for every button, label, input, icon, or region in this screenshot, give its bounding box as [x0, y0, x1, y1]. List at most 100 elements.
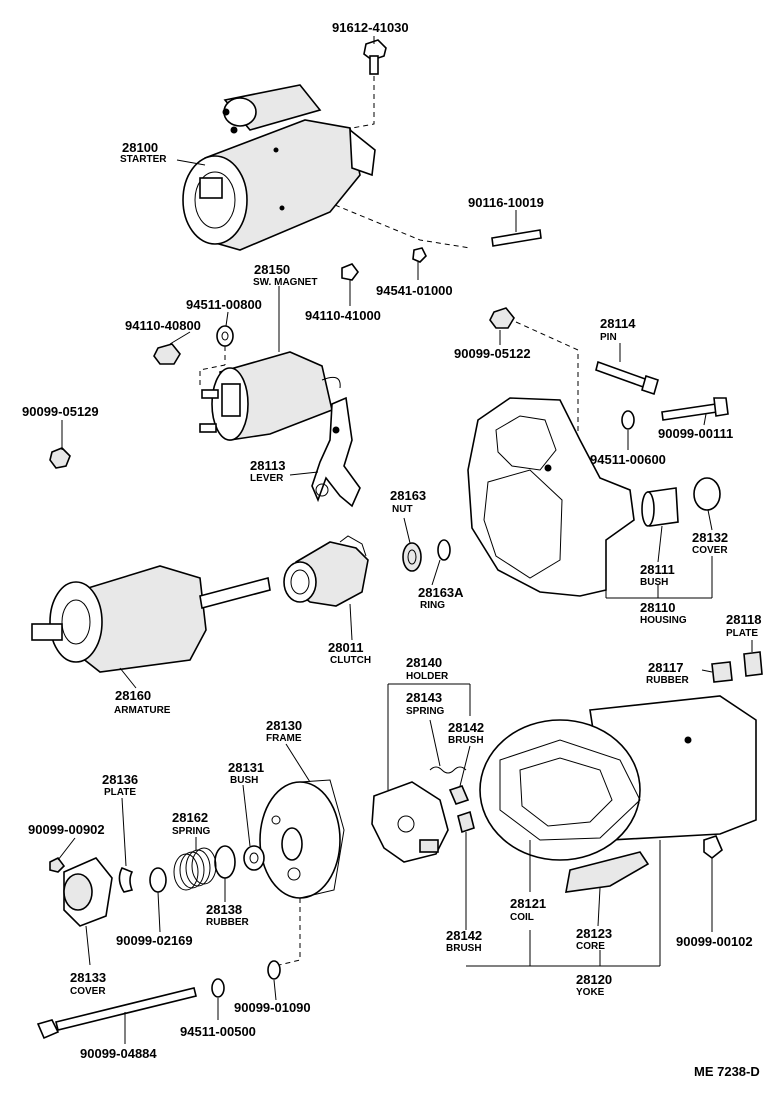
- label-28143-name: SPRING: [406, 706, 445, 717]
- label-94511-00500: 94511-00500: [180, 1024, 256, 1039]
- label-28130-name: FRAME: [266, 733, 302, 744]
- label-28140-name: HOLDER: [406, 671, 449, 682]
- washer-94511-00500-drawing: [211, 978, 225, 998]
- label-94541-01000: 94541-01000: [376, 283, 453, 298]
- cover-28133-drawing: [63, 857, 113, 927]
- stud-90116-10019-drawing: [491, 229, 542, 247]
- label-28118-number: 28118: [726, 612, 761, 627]
- label-28131-number: 28131: [228, 760, 264, 775]
- label-28121-number: 28121: [510, 896, 546, 911]
- spring-28162-drawing: [173, 847, 217, 891]
- label-90116-10019: 90116-10019: [468, 195, 544, 210]
- label-90099-04884: 90099-04884: [80, 1046, 157, 1061]
- plate-28118-drawing: [743, 651, 763, 677]
- washer-94511-00800-drawing: [216, 325, 234, 347]
- label-28011-name: CLUTCH: [330, 655, 371, 666]
- nut-28163-drawing: [402, 542, 422, 572]
- label-28160-name: ARMATURE: [114, 705, 171, 716]
- label-28162-name: SPRING: [172, 826, 211, 837]
- pin-drawing: [595, 360, 659, 396]
- sw-magnet-drawing: [199, 351, 341, 441]
- label-28100-number: 28100: [122, 140, 158, 155]
- label-28111-number: 28111: [640, 562, 675, 577]
- starter-assembly-drawing: [182, 84, 376, 251]
- label-94511-00600: 94511-00600: [590, 452, 666, 467]
- label-28162-number: 28162: [172, 810, 208, 825]
- label-28117-name: RUBBER: [646, 675, 690, 686]
- rubber-28117-drawing: [711, 661, 733, 683]
- label-90099-00902: 90099-00902: [28, 822, 105, 837]
- label-28163a-name: RING: [420, 600, 445, 611]
- leader-lines: [57, 36, 753, 1044]
- label-28131-name: BUSH: [230, 775, 258, 786]
- label-90099-05129: 90099-05129: [22, 404, 99, 419]
- nut-90099-05122-drawing: [489, 307, 515, 329]
- label-28120-name: YOKE: [576, 987, 605, 998]
- label-90099-00102: 90099-00102: [676, 934, 753, 949]
- label-28133-number: 28133: [70, 970, 106, 985]
- screw-90099-00902-drawing: [49, 856, 66, 873]
- label-94511-00800: 94511-00800: [186, 297, 262, 312]
- washer-90099-02169-drawing: [149, 867, 167, 893]
- yoke-drawing: [479, 695, 757, 861]
- label-28133-name: COVER: [70, 986, 106, 997]
- label-28142-upper-number: 28142: [448, 720, 484, 735]
- core-drawing: [565, 851, 650, 893]
- label-28120-number: 28120: [576, 972, 612, 987]
- bolt-91612-41030-drawing: [363, 39, 387, 75]
- label-28118-name: PLATE: [726, 628, 758, 639]
- label-28150-number: 28150: [254, 262, 290, 277]
- label-28114-number: 28114: [600, 316, 636, 331]
- lever-drawing: [311, 396, 361, 508]
- label-28138-name: RUBBER: [206, 917, 250, 928]
- nut-94541-01000-drawing: [412, 247, 427, 263]
- label-28150-name: SW. MAGNET: [253, 277, 317, 288]
- label-28111-name: BUSH: [640, 577, 668, 588]
- label-90099-00111: 90099-00111: [658, 426, 733, 441]
- label-28100-name: STARTER: [120, 154, 167, 165]
- label-94110-40800: 94110-40800: [125, 318, 201, 333]
- label-28163-number: 28163: [390, 488, 426, 503]
- rubber-28138-drawing: [214, 845, 236, 879]
- label-28130-number: 28130: [266, 718, 302, 733]
- label-28143-number: 28143: [406, 690, 442, 705]
- label-28136-number: 28136: [102, 772, 138, 787]
- ring-28163a-drawing: [437, 539, 451, 561]
- washer-90099-01090-drawing: [267, 960, 281, 980]
- nut-94110-41000-drawing: [341, 263, 359, 281]
- plate-28136-drawing: [118, 866, 134, 893]
- nut-90099-05129-drawing: [49, 447, 71, 469]
- label-28113-name: LEVER: [250, 473, 284, 484]
- part-labels: 91612-41030 28100 STARTER 90116-10019 94…: [22, 20, 761, 1079]
- label-28160-number: 28160: [115, 688, 151, 703]
- label-28142-upper-name: BRUSH: [448, 735, 484, 746]
- label-91612-41030: 91612-41030: [332, 20, 409, 35]
- label-28011-number: 28011: [328, 640, 363, 655]
- spring-28143-drawing: [429, 766, 467, 774]
- label-28114-name: PIN: [600, 332, 617, 343]
- bush-drawing: [641, 487, 679, 527]
- label-28138-number: 28138: [206, 902, 242, 917]
- label-28110-number: 28110: [640, 600, 675, 615]
- label-28140-number: 28140: [406, 655, 442, 670]
- brush-upper-drawing: [448, 785, 470, 805]
- label-28142-lower-name: BRUSH: [446, 943, 482, 954]
- label-28113-number: 28113: [250, 458, 285, 473]
- diagram-code: ME 7238-D: [694, 1064, 760, 1079]
- label-90099-01090: 90099-01090: [234, 1000, 311, 1015]
- holder-drawing: [371, 781, 449, 863]
- label-28121-name: COIL: [510, 912, 534, 923]
- washer-94511-00600-drawing: [621, 410, 635, 430]
- label-28132-name: COVER: [692, 545, 728, 556]
- bush-28131-drawing: [243, 845, 265, 871]
- label-28123-number: 28123: [576, 926, 612, 941]
- clutch-drawing: [283, 535, 369, 607]
- label-28117-number: 28117: [648, 660, 683, 675]
- label-28163a-number: 28163A: [418, 585, 464, 600]
- label-28163-name: NUT: [392, 504, 413, 515]
- label-28142-lower-number: 28142: [446, 928, 482, 943]
- label-28132-number: 28132: [692, 530, 728, 545]
- armature-drawing: [31, 565, 271, 673]
- label-90099-02169: 90099-02169: [116, 933, 193, 948]
